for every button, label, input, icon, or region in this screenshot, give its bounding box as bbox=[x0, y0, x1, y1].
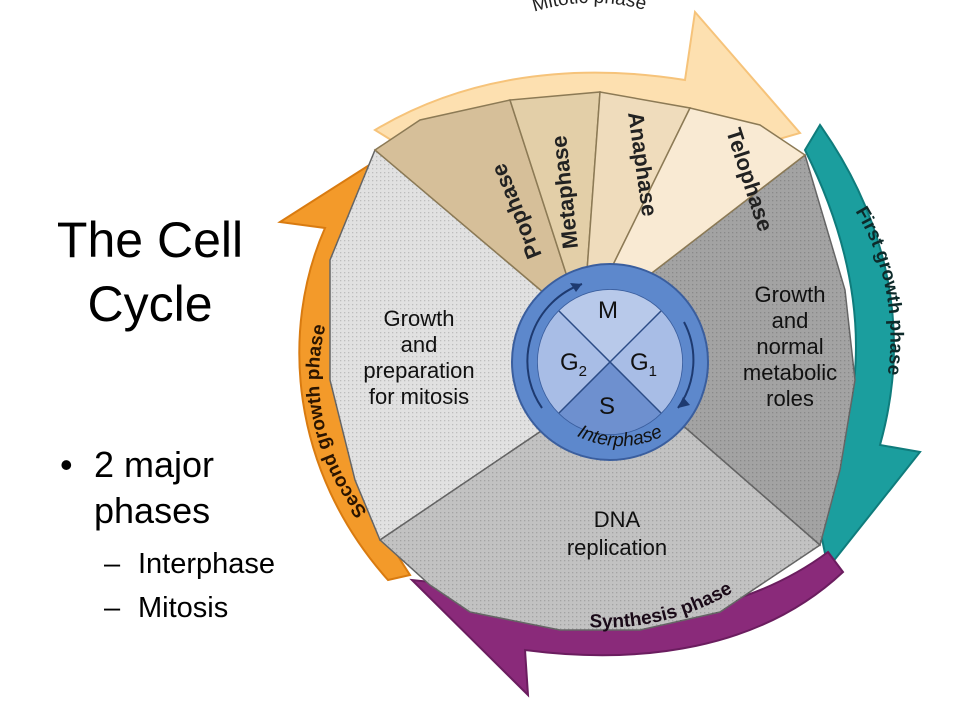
quadrant-m bbox=[559, 289, 661, 362]
bullet-text-line-2: phases bbox=[94, 490, 211, 531]
g1-wedge-texture bbox=[583, 155, 855, 545]
slide-title-line-2: Cycle bbox=[87, 276, 213, 332]
g1-text-line: Growth bbox=[755, 282, 826, 307]
g1-letter: G bbox=[630, 349, 649, 376]
g1-label: G1 bbox=[630, 349, 657, 380]
sub-bullet-mitosis: – Mitosis bbox=[60, 586, 320, 630]
sub-bullet-interphase: – Interphase bbox=[60, 542, 320, 586]
slide-title: The Cell Cycle bbox=[20, 208, 280, 336]
bullet-list: • 2 major phases – Interphase – Mitosis bbox=[60, 442, 320, 630]
quadrant-s bbox=[559, 362, 661, 435]
s-wedge-texture bbox=[380, 326, 820, 630]
bullet-major-phases: • 2 major phases bbox=[60, 442, 320, 534]
g2-wedge-texture bbox=[330, 150, 583, 540]
quadrant-divider bbox=[558, 310, 662, 414]
sub-bullet-text: Mitosis bbox=[138, 592, 229, 624]
s-wedge-text: DNA replication bbox=[567, 507, 667, 560]
arrowhead bbox=[570, 283, 582, 292]
slide-title-line-1: The Cell bbox=[56, 212, 244, 268]
s-label: S bbox=[599, 393, 615, 420]
g2-label: G2 bbox=[560, 349, 587, 380]
g2-text-line: for mitosis bbox=[369, 384, 469, 409]
g2-letter: G bbox=[560, 349, 579, 376]
g1-text-line: roles bbox=[766, 386, 814, 411]
g2-text-line: and bbox=[401, 332, 438, 357]
m-label: M bbox=[598, 297, 618, 324]
quadrant-g2 bbox=[537, 311, 610, 413]
g2-text-line: Growth bbox=[384, 306, 455, 331]
g1-subscript: 1 bbox=[649, 363, 657, 380]
s-text-line: DNA bbox=[594, 507, 641, 532]
dash-marker: – bbox=[104, 592, 121, 624]
g1-wedge-text: Growth and normal metabolic roles bbox=[743, 282, 837, 411]
g1-text-line: normal bbox=[756, 334, 823, 359]
g2-text-line: preparation bbox=[363, 358, 474, 383]
sub-bullet-text: Interphase bbox=[138, 548, 276, 580]
interphase-cycle-arrow bbox=[526, 283, 583, 409]
mitotic-phase-label: Mitotic phase bbox=[530, 0, 649, 16]
bullet-text-line-1: 2 major bbox=[94, 444, 215, 485]
arrowhead bbox=[678, 397, 690, 408]
g1-text-line: metabolic bbox=[743, 360, 837, 385]
g1-text-line: and bbox=[772, 308, 809, 333]
g2-wedge-text: Growth and preparation for mitosis bbox=[363, 306, 474, 409]
s-text-line: replication bbox=[567, 535, 667, 560]
g2-subscript: 2 bbox=[579, 363, 587, 380]
quadrant-g1 bbox=[610, 311, 683, 413]
dash-marker: – bbox=[104, 548, 121, 580]
bullet-marker: • bbox=[60, 444, 73, 485]
